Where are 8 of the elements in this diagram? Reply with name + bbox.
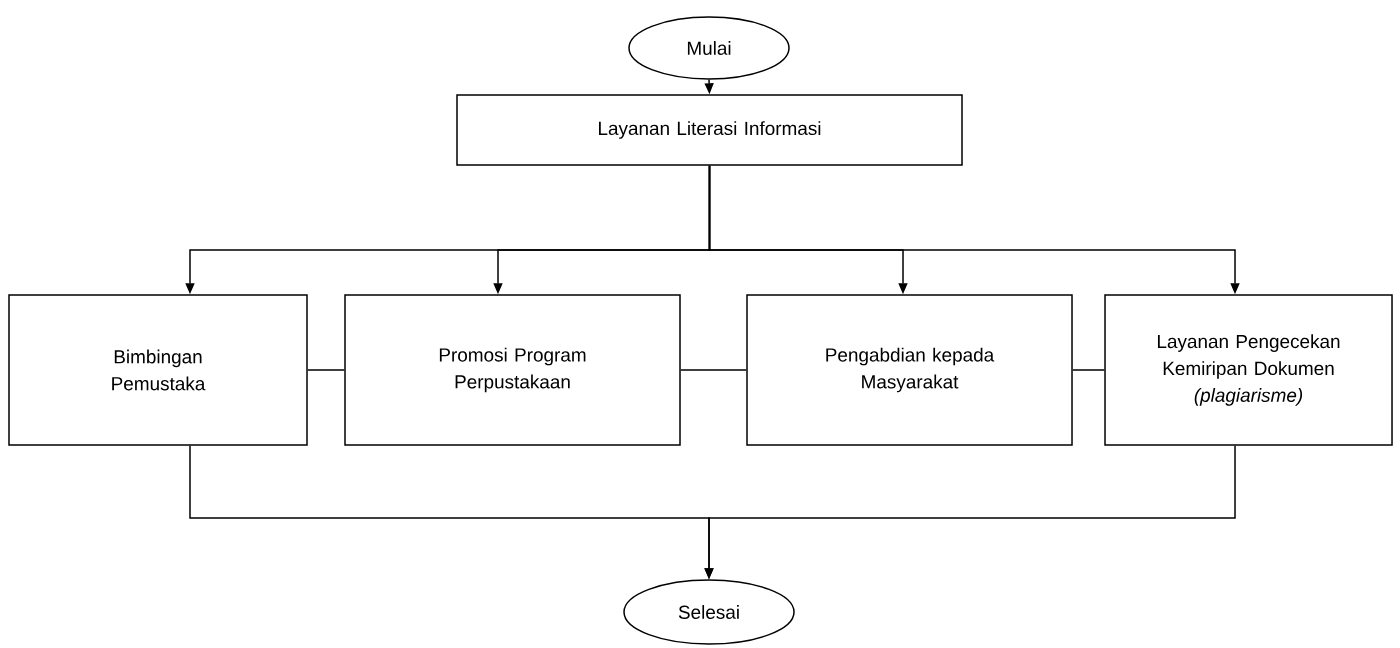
process-box: Layanan Pengecekan Kemiripan Dokumen (plagiarisme) (1104, 294, 1393, 446)
connector-line (680, 369, 747, 371)
process-box: Pengabdian kepada Masyarakat (746, 294, 1073, 446)
connector-line (307, 369, 345, 371)
process-box: Promosi Program Perpustakaan (344, 294, 681, 446)
connector-line (1072, 369, 1105, 371)
process-box: Layanan Literasi Informasi (456, 94, 963, 166)
process-box: Bimbingan Pemustaka (8, 294, 308, 446)
